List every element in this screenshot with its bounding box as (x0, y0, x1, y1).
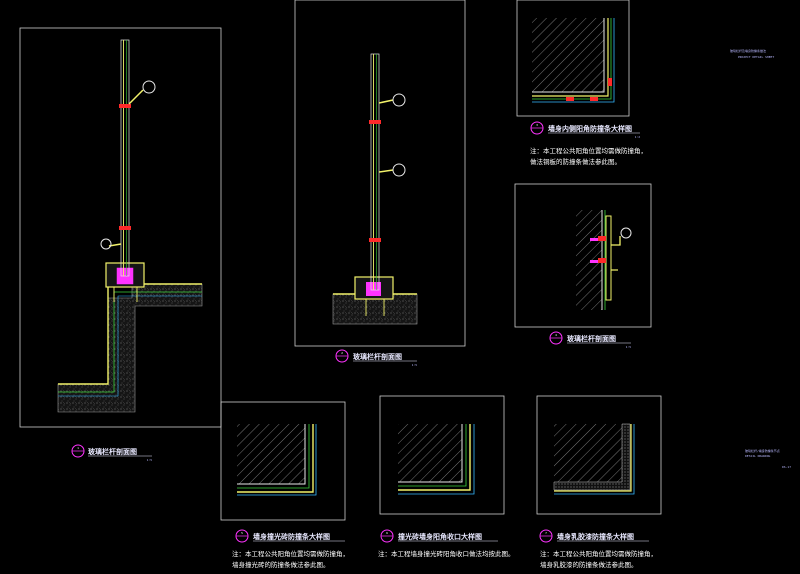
handrail-lower (392, 163, 406, 177)
clamp-lower (369, 238, 381, 242)
detail-7-frame (536, 395, 662, 515)
detail-5-tag: 5 (241, 531, 243, 535)
detail-7-note-1: 注：本工程公共阳角位置均需做防撞角， (540, 549, 657, 558)
glass-panel (120, 39, 130, 277)
detail-title-3: 3 墙身内侧阳角防撞条大样图 1:2 注：本工程公共阳角位置均需做防撞角， 做法… (530, 121, 647, 166)
detail-4-title: 玻璃栏杆剖面图 (567, 334, 616, 343)
detail-3-note-2: 做法铜板的防撞条做法参此图。 (530, 157, 621, 166)
detail-4-frame (514, 183, 652, 328)
handrail-upper-arm (128, 89, 144, 105)
detail-6-note-1: 注：本工程墙身撞光砖阳角收口做法均按此图。 (378, 549, 515, 558)
stair-underside-line (58, 291, 202, 393)
detail-6-tag: 6 (386, 531, 388, 535)
title-block-bottom-2: DETAIL DRAWING (745, 454, 770, 458)
clamp-lower (119, 226, 131, 230)
clamp-upper (119, 104, 131, 108)
handrail-lower (100, 238, 112, 250)
detail-3-tag: 3 (536, 123, 538, 127)
detail-7-tag: 7 (545, 531, 547, 535)
detail-1-scale: 1:5 (147, 458, 153, 462)
detail-3-note-1: 注：本工程公共阳角位置均需做防撞角， (530, 146, 647, 155)
detail-title-2: 2 玻璃栏杆剖面图 1:5 (335, 349, 418, 367)
detail-3-frame (516, 0, 630, 117)
handrail-upper (392, 93, 406, 107)
detail-7-guard (536, 395, 662, 515)
detail-4-railing-section (514, 183, 652, 328)
title-block: 玻璃栏杆及墙身防撞条做法 PROJECT DETAIL SHEET 玻璃栏杆/墙… (730, 48, 791, 469)
title-block-top-2: PROJECT DETAIL SHEET (738, 55, 774, 59)
stair-structure (57, 283, 203, 413)
detail-title-5: 5 墙身撞光砖防撞条大样图 注：本工程公共阳角位置均需做防撞角， 墙身撞光砖的防… (232, 529, 349, 569)
detail-5-note-1: 注：本工程公共阳角位置均需做防撞角， (232, 549, 349, 558)
title-block-sheet-no: DS-17 (782, 465, 791, 469)
detail-title-6: 6 撞光砖墙身阳角收口大样图 注：本工程墙身撞光砖阳角收口做法均按此图。 (378, 529, 515, 558)
detail-4-tag: 4 (555, 333, 557, 337)
detail-title-1: 1 玻璃栏杆剖面图 1:5 (71, 444, 153, 462)
detail-3-scale: 1:2 (635, 135, 641, 139)
detail-2-title: 玻璃栏杆剖面图 (353, 352, 402, 361)
detail-7-title: 墙身乳胶漆防撞条大样图 (557, 532, 634, 541)
detail-title-7: 7 墙身乳胶漆防撞条大样图 注：本工程公共阳角位置均需做防撞角， 墙身乳胶漆的防… (539, 529, 657, 569)
detail-3-title: 墙身内侧阳角防撞条大样图 (548, 124, 632, 133)
detail-5-note-2: 墙身撞光砖的防撞条做法参此图。 (232, 560, 330, 569)
detail-7-note-2: 墙身乳胶漆的防撞条做法参此图。 (540, 560, 638, 569)
detail-6-corner-closure (379, 395, 505, 515)
title-block-top-1: 玻璃栏杆及墙身防撞条做法 (730, 48, 766, 53)
detail-6-title: 撞光砖墙身阳角收口大样图 (398, 532, 482, 541)
detail-5-frame (220, 401, 346, 521)
detail-1-title: 玻璃栏杆剖面图 (88, 447, 137, 456)
detail-1-tag: 1 (77, 446, 79, 450)
clamp-upper (369, 120, 381, 124)
detail-5-guard (220, 401, 346, 521)
detail-1-railing-section (19, 27, 222, 428)
glass-panel (370, 53, 380, 291)
detail-2-tag: 2 (341, 351, 343, 355)
detail-5-title: 墙身撞光砖防撞条大样图 (253, 532, 330, 541)
detail-1-frame (19, 27, 222, 428)
detail-3-corner-guard (516, 0, 630, 117)
detail-title-4: 4 玻璃栏杆剖面图 1:5 (549, 331, 632, 349)
detail-2-scale: 1:5 (412, 363, 418, 367)
stair-finish-line (58, 283, 202, 385)
detail-2-railing-section (294, 0, 466, 347)
detail-2-frame (294, 0, 466, 347)
detail-4-scale: 1:5 (626, 345, 632, 349)
title-block-bottom-1: 玻璃栏杆/墙身防撞条节点 (745, 448, 780, 453)
detail-6-frame (379, 395, 505, 515)
stair-cyan-line (58, 295, 202, 397)
handrail-upper (142, 80, 156, 94)
